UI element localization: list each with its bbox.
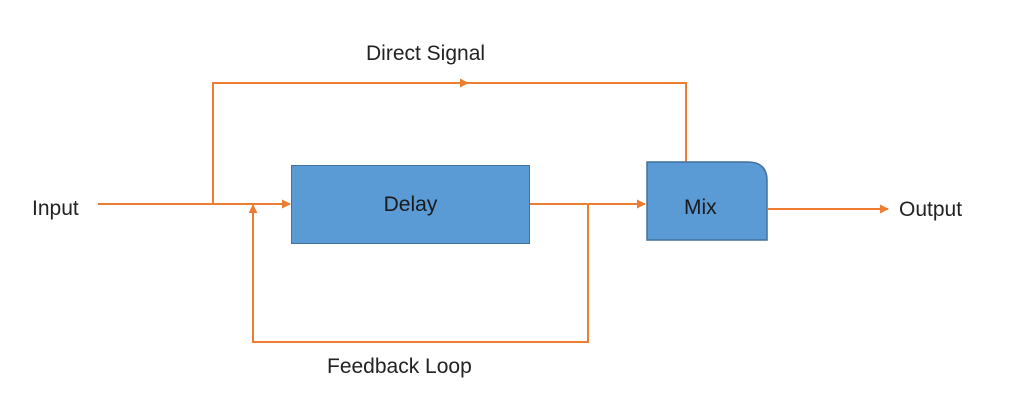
delay-block: Delay — [291, 165, 530, 244]
direct-signal-label: Direct Signal — [366, 42, 486, 65]
delay-block-label: Delay — [383, 192, 438, 216]
direct-signal-to-mix-wire — [460, 82, 687, 162]
input-label: Input — [32, 197, 79, 220]
mix-block-label: Mix — [684, 196, 717, 219]
output-label: Output — [899, 198, 963, 221]
direct-signal-wire — [212, 78, 469, 204]
feedback-loop-label: Feedback Loop — [327, 355, 472, 378]
mix-block-shape — [646, 161, 768, 241]
feedback-loop-wire — [248, 204, 589, 343]
